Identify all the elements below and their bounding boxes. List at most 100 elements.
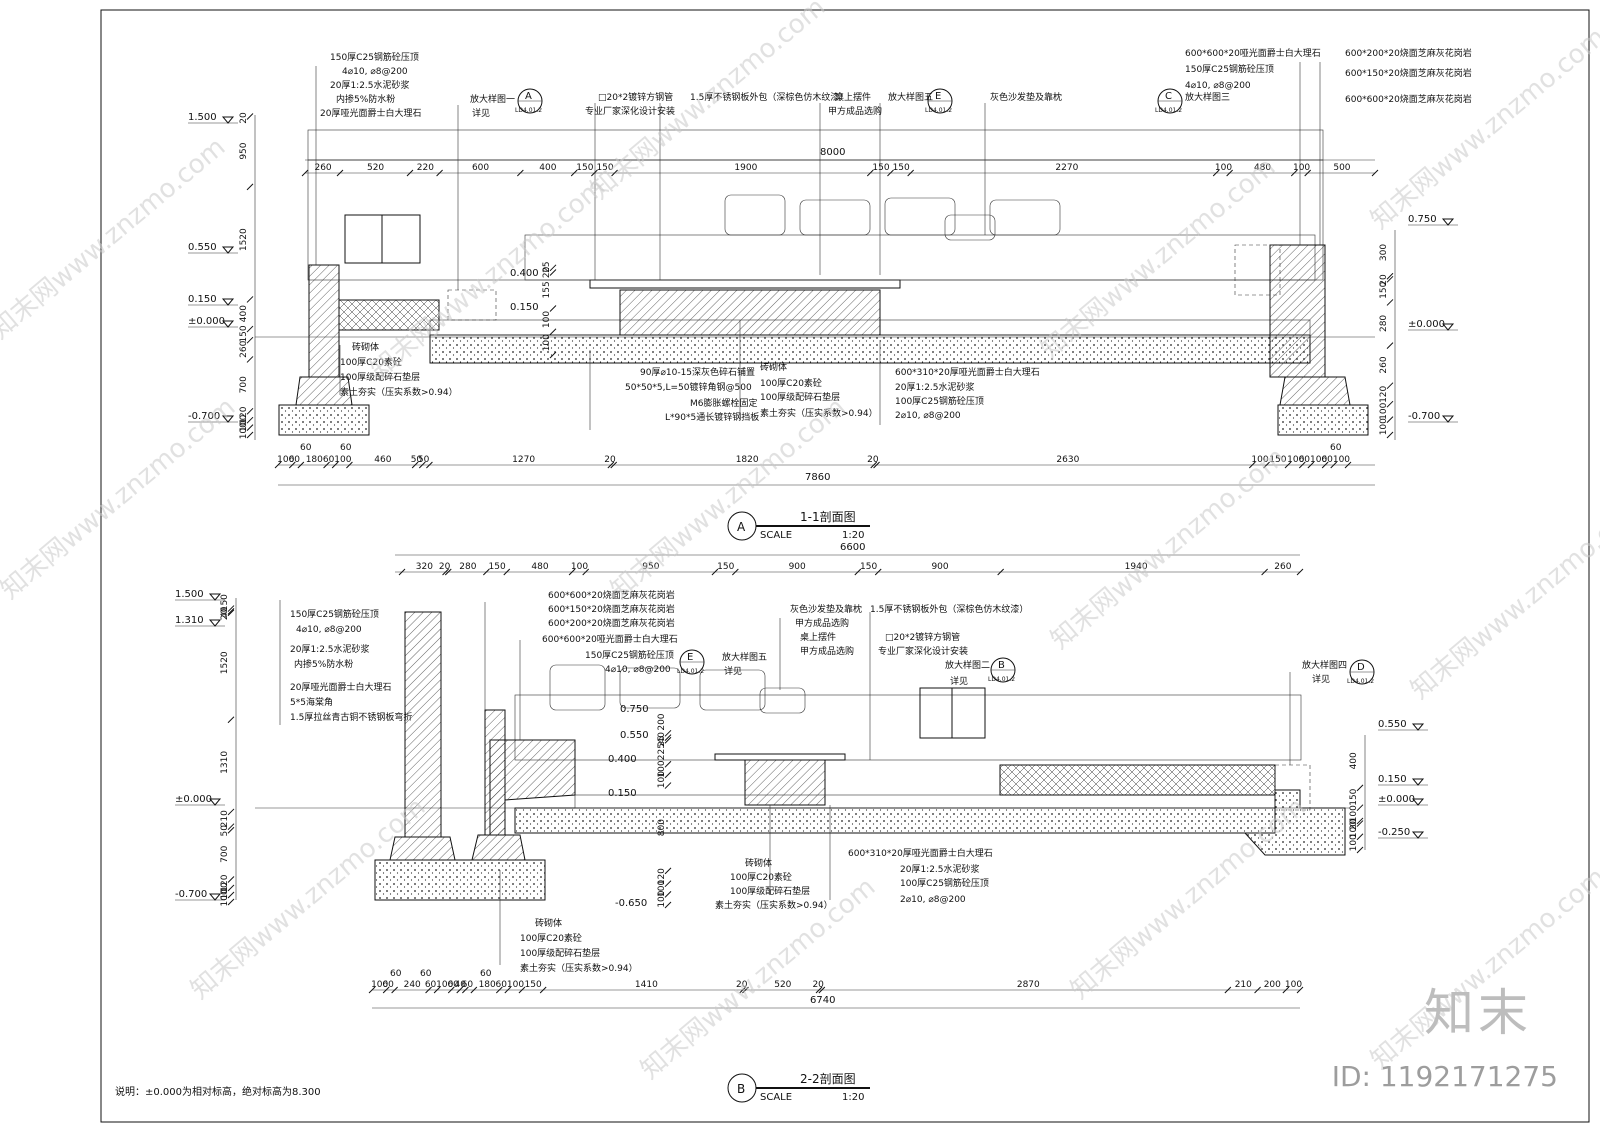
a-note-8: 专业厂家深化设计安装 [585, 105, 675, 117]
a-left-dim-label-4: 150 [239, 325, 249, 342]
a-note-20: 600*600*20烧面芝麻灰花岗岩 [1345, 93, 1472, 105]
a-bottom-small-0: 60 [300, 443, 312, 453]
b-left-dim-tick-6 [227, 826, 235, 834]
b-bnote-5: 100厚C20素砼 [730, 871, 792, 883]
a-bottom-dim-label-1: 60 [289, 455, 301, 465]
b-left-dim-tick-8 [227, 884, 235, 892]
a-top-dim-tick-7 [866, 169, 874, 177]
a-detail-ref-a: A LD4.01.2 [515, 88, 543, 114]
a-bnote-2: 100厚级配碎石垫层 [340, 371, 420, 383]
watermark-0: 知末网www.znzmo.com [0, 132, 231, 345]
a-bnote-5: 50*50*5,L=50镀锌角钢@500 [625, 381, 752, 393]
b-bnote-7: 素土夯实（压实系数>0.94） [715, 899, 833, 911]
svg-text:LD4.01.2: LD4.01.2 [925, 107, 952, 114]
b-inner-dim-tick-3 [664, 760, 672, 768]
b-top-dim-tick-12 [1296, 568, 1304, 576]
watermark-6: 知末网www.znzmo.com [605, 392, 851, 605]
a-left-level-mark-0 [221, 116, 235, 124]
b-left-level-mark-2 [208, 798, 222, 806]
b-bottom-dim-tick-start [368, 986, 376, 994]
b-bnote-4: 砖砌体 [745, 857, 772, 869]
a-left-level-label-4: -0.700 [188, 411, 220, 422]
b-left-dim-tick-0 [227, 605, 235, 612]
b-inner-dim-tick-7 [664, 880, 672, 888]
b-bottom-dim-label-10: 100 [507, 980, 524, 990]
section-a-right-gravel [1277, 404, 1369, 436]
b-right-level-label-3: -0.250 [1378, 827, 1410, 838]
b-right-dim-label-1: 150 [1349, 788, 1359, 805]
b-note-14: 详见 [724, 665, 742, 677]
b-left-level-mark-1 [208, 619, 222, 627]
section-a-title-block: A 1-1剖面图 SCALE 1:20 [727, 510, 870, 541]
b-inner-dim-label-4: 100 [657, 760, 667, 777]
a-bottom-dim-label-12: 2630 [1056, 455, 1079, 465]
a-bottom-dim-label-10: 1820 [736, 455, 759, 465]
section-b-tall-wall [404, 611, 442, 838]
b-detail-ref-e: E LD4.01.2 [677, 649, 705, 675]
b-inner-level-3: 0.150 [608, 788, 637, 799]
a-top-dim-tick-2 [436, 169, 443, 177]
b-bottom-dim-tick-12 [739, 986, 746, 994]
b-left-dim-label-4: 1310 [220, 751, 230, 774]
a-bnote-1: 100厚C20素砼 [340, 356, 402, 368]
a-top-dim-label-12: 480 [1254, 163, 1271, 173]
b-inner-dim-label-2: 25 [657, 735, 667, 746]
a-note-5: 放大样图一 [470, 93, 515, 105]
a-left-dim-tick-9 [246, 431, 254, 439]
section-a-detail-box-a [447, 289, 497, 321]
b-bottom-dim-label-12: 1410 [635, 980, 658, 990]
a-bottom-dim-tick-16 [1307, 461, 1315, 469]
section-b-sofa-footing [471, 834, 526, 861]
a-left-level-mark-4 [221, 415, 235, 423]
a-inner-dim-tick-4 [549, 351, 557, 359]
b-note-11: 150厚C25钢筋砼压顶 [585, 649, 674, 661]
a-bottom-dim-tick-19 [1344, 461, 1352, 469]
section-b-back-wall [514, 694, 1302, 761]
b-bottom-dim-tick-15 [818, 986, 826, 994]
a-bottom-dim-label-9: 20 [604, 455, 616, 465]
a-bottom-dim-label-11: 20 [867, 455, 879, 465]
b-top-dim-tick-2 [483, 568, 490, 576]
a-top-dim-tick-14 [1371, 169, 1379, 177]
b-inner-level-0: 0.750 [620, 704, 649, 715]
image-id: ID: 1192171275 [1331, 1060, 1558, 1093]
a-bottom-dim-label-15: 100 [1287, 455, 1304, 465]
b-left-dim-tick-2 [227, 609, 235, 617]
section-a-title: 1-1剖面图 [800, 510, 856, 524]
b-bottom-dim-tick-6 [462, 986, 469, 994]
section-a-planter-soil [338, 299, 440, 331]
a-note-2: 20厚1:2.5水泥砂浆 [330, 79, 410, 91]
b-bnote-10: 100厚C25钢筋砼压顶 [900, 877, 989, 889]
a-right-dim-label-0: 300 [1379, 244, 1389, 261]
b-bottom-dim-label-6: 40 [455, 980, 467, 990]
a-detail-ref-e: E LD4.01.2 [925, 88, 953, 114]
b-note-1: 4⌀10, ⌀8@200 [296, 625, 362, 635]
section-a-detail-box-c [1234, 244, 1281, 296]
b-left-level-label-2: ±0.000 [175, 794, 212, 805]
a-bnote-10: 100厚C25钢筋砼压顶 [895, 395, 984, 407]
a-right-dim-tick-7 [1386, 431, 1394, 439]
b-bnote-11: 2⌀10, ⌀8@200 [900, 895, 966, 905]
a-bottom-dim-tick-11 [873, 461, 880, 469]
b-note-15: 灰色沙发垫及靠枕 [790, 603, 862, 615]
b-bottom-dim-label-18: 200 [1264, 980, 1281, 990]
b-note-17: 桌上摆件 [800, 631, 836, 643]
a-right-dim-tick-4 [1386, 382, 1394, 390]
b-note-12: 4⌀10, ⌀8@200 [605, 665, 671, 675]
b-left-dim-label-10: 100 [220, 889, 230, 906]
b-bottom-dim-label-1: 60 [382, 980, 394, 990]
b-top-dim-label-6: 950 [642, 562, 659, 572]
b-bnote-6: 100厚级配碎石垫层 [730, 885, 810, 897]
a-top-dim-tick-6 [611, 169, 618, 177]
b-left-dim-tick-4 [227, 808, 235, 816]
b-inner-dim-tick-4 [664, 771, 672, 779]
section-a-right-levels: 0.750±0.000-0.700 [1408, 214, 1458, 423]
b-bnote-1: 100厚C20素砼 [520, 932, 582, 944]
section-a-scale-label: SCALE [760, 530, 792, 541]
